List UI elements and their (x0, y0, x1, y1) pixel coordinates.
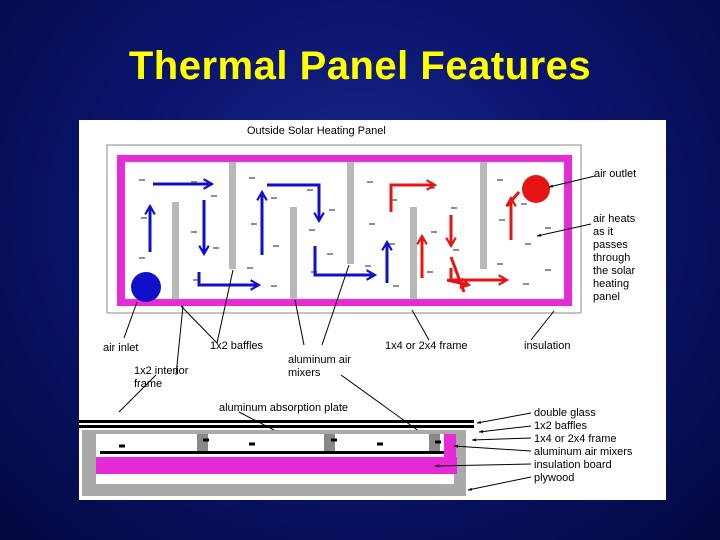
frame-label: 1x4 or 2x4 frame (385, 340, 468, 352)
interior-frame-line-2: frame (134, 378, 162, 390)
hot-air-arrows (389, 179, 521, 293)
top-view-leaders (118, 175, 596, 445)
baffles-label: 1x2 baffles (210, 340, 264, 352)
baffles (172, 162, 487, 299)
glass-line-2 (79, 425, 474, 428)
cold-air-arrows (144, 178, 393, 291)
absorption-plate-label: aluminum absorption plate (219, 402, 348, 414)
air-heats-line-4: through (593, 252, 630, 264)
thermal-panel-diagram: Outside Solar Heating Panel (79, 120, 666, 500)
cs-air-mixers (119, 438, 441, 448)
air-outlet-label: air outlet (594, 168, 636, 180)
cross-section-leaders (434, 412, 532, 491)
cs-label-double-glass: double glass (534, 407, 596, 419)
interior-frame-line-1: 1x2 interior (134, 365, 189, 377)
cs-label-insulation-board: insulation board (534, 459, 612, 471)
cs-label-frame: 1x4 or 2x4 frame (534, 433, 617, 445)
diagram-svg: Outside Solar Heating Panel (79, 125, 636, 496)
air-mixers-line-1: aluminum air (288, 354, 351, 366)
top-view-title: Outside Solar Heating Panel (247, 125, 386, 137)
top-view-panel (106, 144, 582, 314)
air-heats-line-3: passes (593, 239, 628, 251)
air-inlet-label: air inlet (103, 342, 138, 354)
air-mixers-line-2: mixers (288, 367, 321, 379)
cs-baffle (197, 434, 208, 451)
air-heats-line-5: the solar (593, 265, 636, 277)
air-inlet-circle (131, 272, 161, 302)
cs-label-baffles: 1x2 baffles (534, 420, 588, 432)
air-heats-line-7: panel (593, 291, 620, 303)
air-heats-line-6: heating (593, 278, 629, 290)
air-heats-line-1: air heats (593, 213, 636, 225)
air-outlet-circle (522, 175, 550, 203)
glass-line-1 (79, 420, 474, 423)
cs-label-air-mixers: aluminum air mixers (534, 446, 633, 458)
slide-title: Thermal Panel Features (128, 44, 592, 88)
insulation-board (96, 457, 457, 474)
cs-label-plywood: plywood (534, 472, 574, 484)
absorption-plate (100, 451, 452, 454)
cross-section (79, 420, 474, 496)
air-heats-line-2: as it (593, 226, 613, 238)
insulation-label: insulation (524, 340, 570, 352)
